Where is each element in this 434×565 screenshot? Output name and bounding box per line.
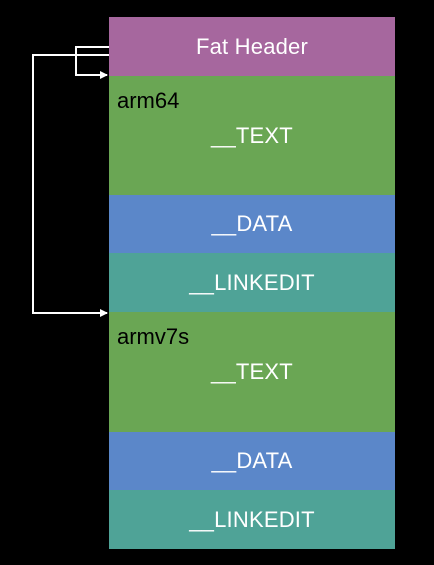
slice-arm64-linkedit-label: __LINKEDIT: [189, 270, 315, 295]
slice-arm64-arch-label: arm64: [117, 88, 180, 113]
slice-armv7s-data-segment: __DATA: [109, 432, 395, 490]
slice-armv7s-text-segment: armv7s __TEXT: [109, 312, 395, 432]
slice-arm64-data-label: __DATA: [211, 211, 293, 236]
armv7s-offset-arrow: [32, 54, 109, 317]
slice-armv7s-text-label: __TEXT: [211, 359, 293, 384]
slice-arm64-linkedit-segment: __LINKEDIT: [109, 253, 395, 312]
slice-arm64-text-segment: arm64 __TEXT: [109, 76, 395, 195]
slice-armv7s-linkedit-label: __LINKEDIT: [189, 507, 315, 532]
slice-arm64-text-label: __TEXT: [211, 123, 293, 148]
slice-armv7s-data-label: __DATA: [211, 448, 293, 473]
fat-header-label: Fat Header: [195, 34, 309, 59]
fat-header-block: Fat Header: [109, 17, 395, 76]
slice-arm64-data-segment: __DATA: [109, 195, 395, 253]
slice-armv7s-linkedit-segment: __LINKEDIT: [109, 490, 395, 549]
slice-armv7s-arch-label: armv7s: [117, 324, 190, 349]
arm64-offset-arrow: [75, 46, 109, 79]
fat-binary-stack: Fat Header arm64 __TEXT __DATA __LINKEDI…: [109, 17, 395, 549]
